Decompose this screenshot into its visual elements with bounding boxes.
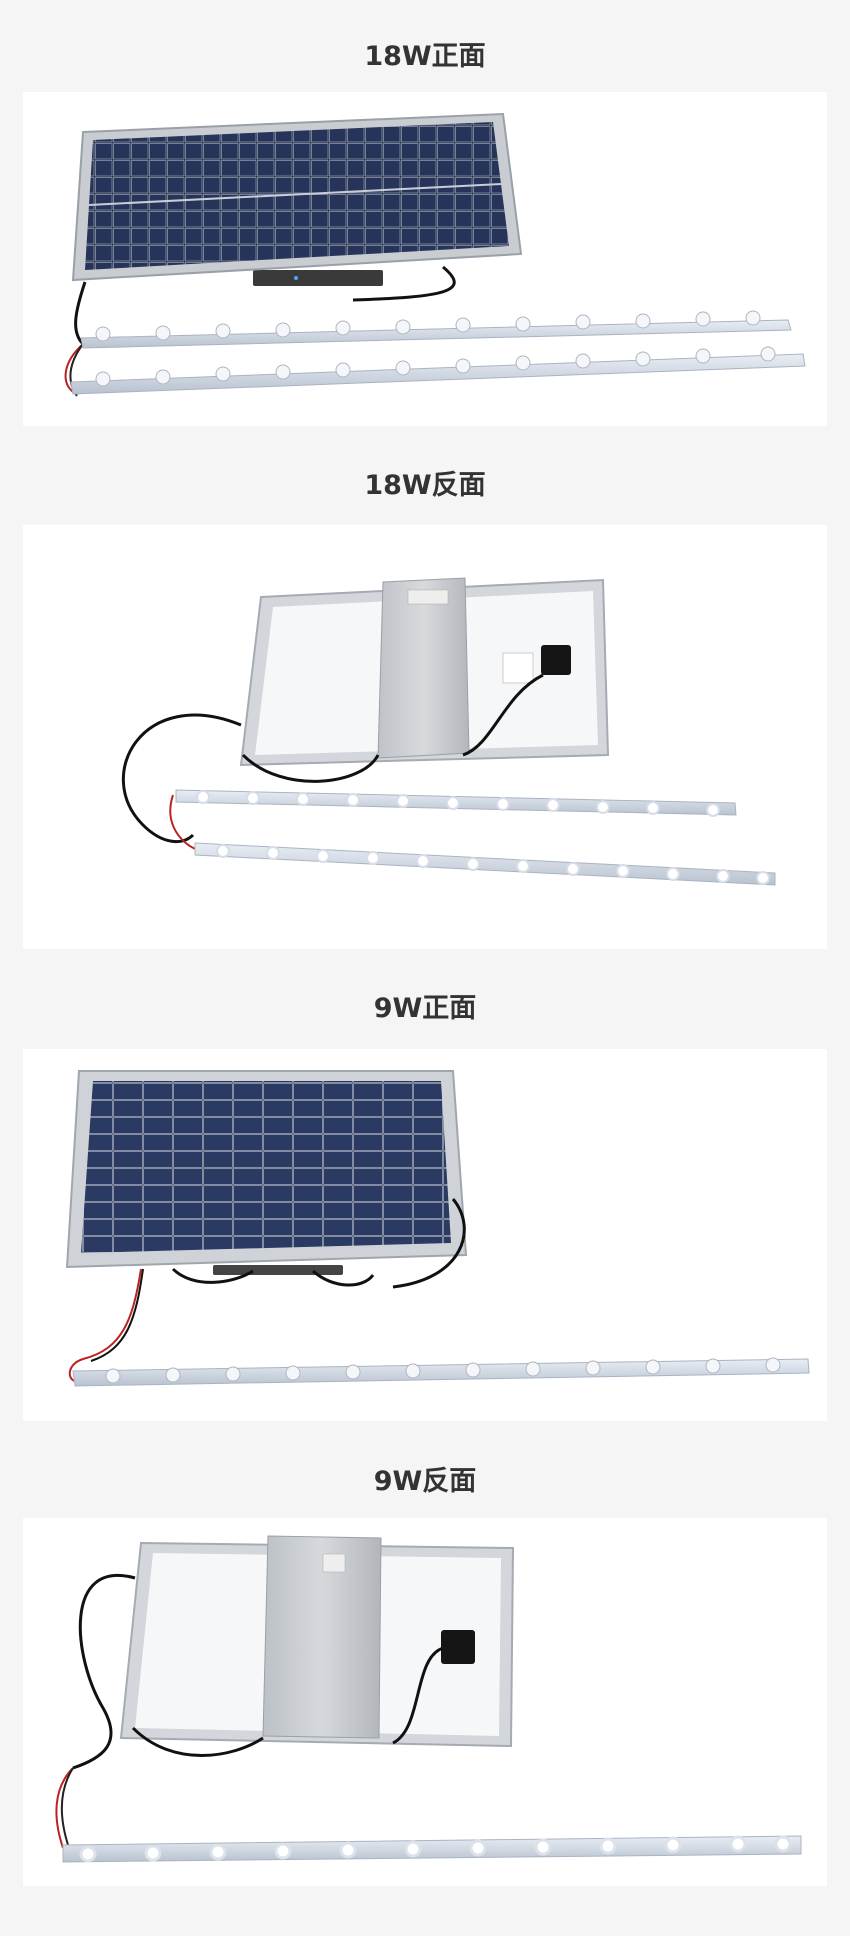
solar-light-18w-back-image [122,577,776,886]
section-title-18w-back: 18W反面 [364,470,486,501]
photo-18w-back [23,525,827,949]
solar-light-18w-front-image [64,112,806,397]
solar-light-9w-back-image [55,1535,802,1863]
solar-light-9w-front-image [65,1070,810,1387]
section-title-18w-front: 18W正面 [364,41,486,72]
section-title-9w-front: 9W正面 [373,993,477,1024]
photo-18w-front [23,92,827,426]
section-title-9w-back: 9W反面 [373,1466,477,1497]
photo-9w-front [23,1049,827,1421]
photo-9w-back [23,1518,827,1886]
